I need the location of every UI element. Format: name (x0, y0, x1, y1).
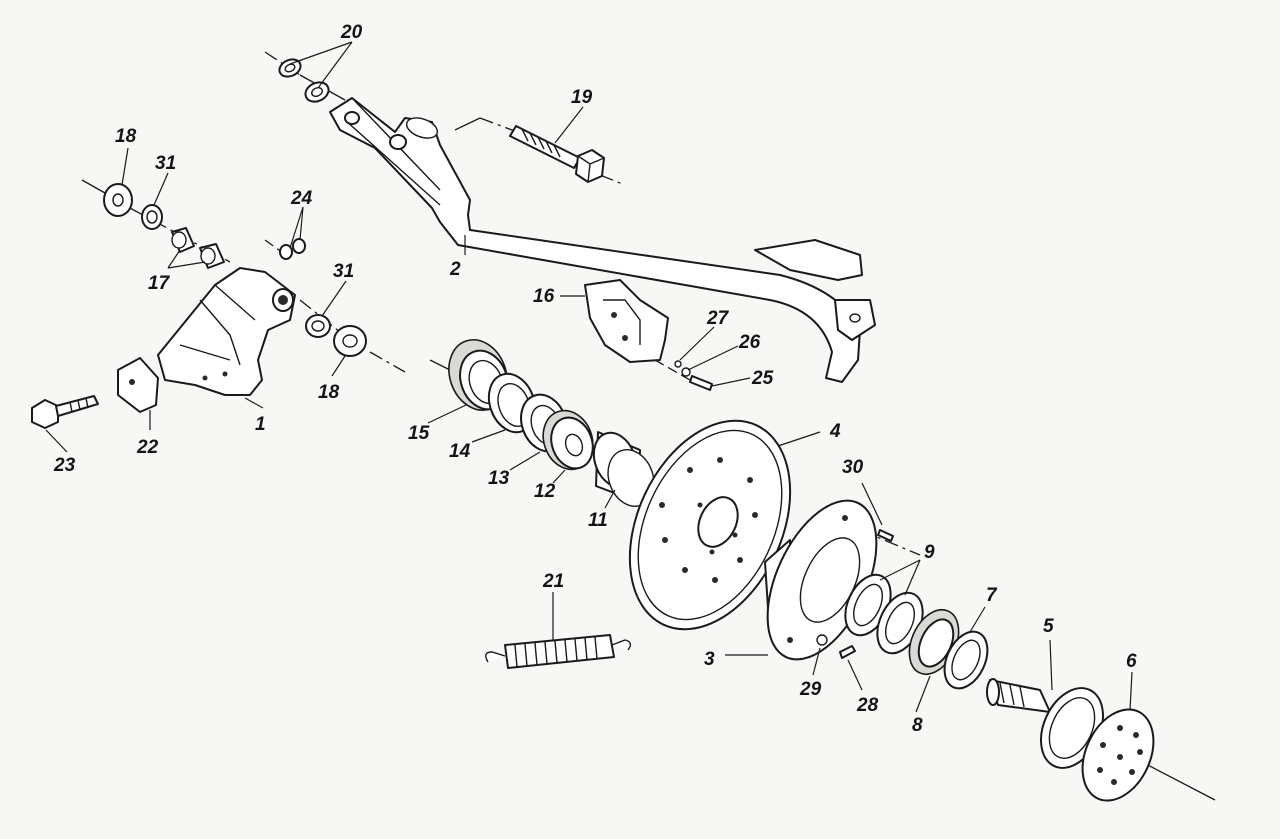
callout-5: 5 (1043, 616, 1054, 637)
callout-16: 16 (533, 286, 555, 307)
part-17-pins (171, 227, 225, 269)
part-2-lever-arm (329, 97, 876, 383)
part-31-bushing-lower (305, 314, 331, 338)
part-7-ring (943, 630, 989, 690)
callout-1: 1 (255, 414, 266, 435)
leader-lines (45, 41, 1133, 713)
callout-7: 7 (986, 585, 998, 606)
part-18-washer-upper (103, 183, 133, 217)
parts-25-26-27-fasteners (674, 360, 713, 391)
part-4-disc (628, 419, 792, 631)
callout-28: 28 (856, 695, 879, 716)
part-11-spacer-sleeve (592, 431, 655, 507)
callout-22: 22 (136, 437, 159, 458)
callout-3: 3 (704, 649, 715, 670)
part-22-plate (117, 357, 159, 413)
callout-6: 6 (1126, 651, 1137, 672)
part-23-bolt (31, 395, 99, 429)
callout-24: 24 (290, 188, 313, 209)
assembly-axis-lines (81, 51, 1216, 801)
callout-12: 12 (534, 481, 556, 502)
callout-26: 26 (738, 332, 761, 353)
callout-31-upper: 31 (155, 153, 176, 174)
callout-13: 13 (488, 468, 510, 489)
callout-29: 29 (799, 679, 822, 700)
part-1-bracket (157, 267, 296, 396)
callout-20: 20 (340, 22, 363, 43)
callout-14: 14 (449, 441, 471, 462)
callout-11: 11 (588, 510, 608, 531)
part-5-axle (986, 678, 1104, 769)
parts-28-29-30-fasteners (816, 529, 894, 659)
callout-9: 9 (924, 542, 935, 563)
callout-31-lower: 31 (333, 261, 354, 282)
callout-18-upper: 18 (115, 126, 137, 147)
callout-19: 19 (571, 87, 593, 108)
part-20-nuts (278, 58, 330, 103)
part-16-scraper (584, 279, 669, 363)
callout-23: 23 (53, 455, 76, 476)
callout-25: 25 (751, 368, 774, 389)
part-31-bushing-upper (141, 204, 163, 230)
callout-21: 21 (542, 571, 564, 592)
callout-30: 30 (842, 457, 864, 478)
callout-18-lower: 18 (318, 382, 340, 403)
callout-15: 15 (408, 423, 430, 444)
part-24-nuts (279, 238, 306, 260)
callout-27: 27 (706, 308, 730, 329)
callout-8: 8 (912, 715, 923, 736)
callout-labels: 1 2 3 4 5 6 7 8 9 11 12 13 14 15 16 17 1… (53, 22, 1137, 736)
part-6-end-cap (1081, 708, 1155, 802)
callout-2: 2 (449, 259, 461, 280)
part-18-washer-lower (333, 325, 367, 357)
part-21-spring (485, 634, 632, 669)
part-12-bearing (542, 409, 594, 471)
callout-4: 4 (829, 421, 841, 442)
part-19-bolt (509, 125, 605, 183)
callout-17: 17 (148, 273, 171, 294)
